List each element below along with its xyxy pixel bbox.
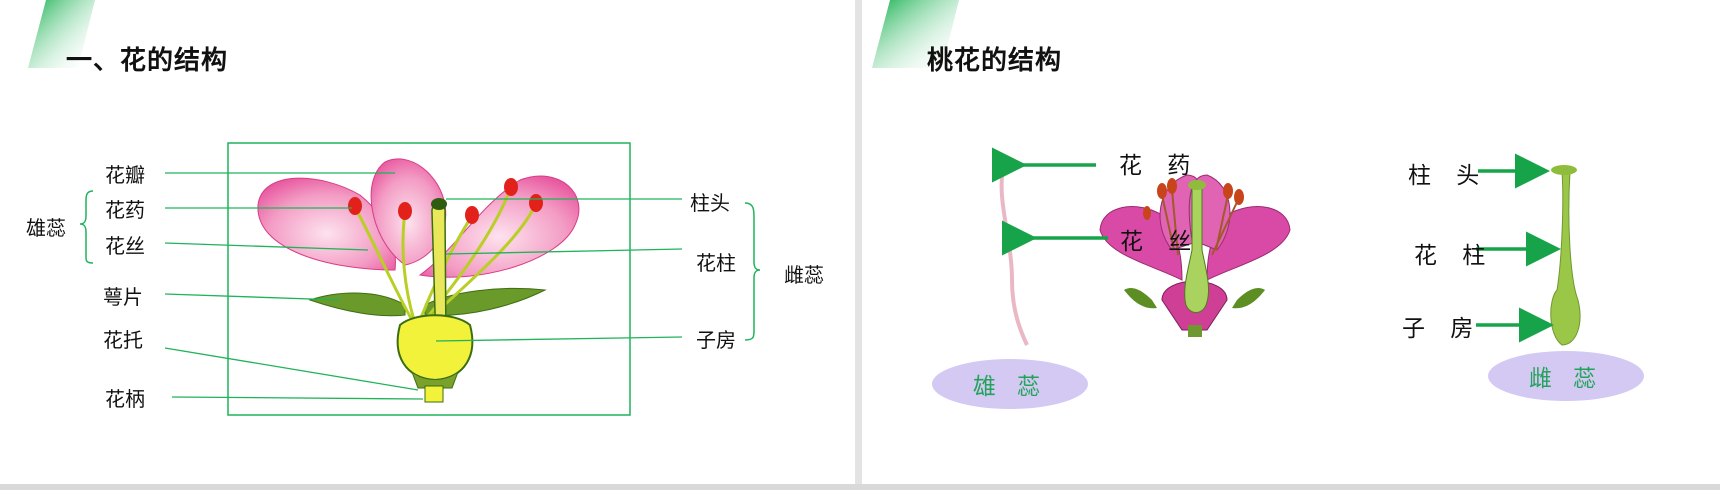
flower-illustration bbox=[257, 158, 580, 403]
slide-divider bbox=[855, 0, 862, 490]
page-title: 一、花的结构 bbox=[66, 46, 229, 76]
peach-flower-section-illustration bbox=[1099, 174, 1291, 337]
label-pedicel: 花柄 bbox=[105, 387, 145, 411]
page-title: 桃花的结构 bbox=[927, 46, 1063, 76]
pistil-stigma bbox=[431, 198, 447, 210]
corner-accent-tab bbox=[872, 0, 959, 68]
bottom-bar bbox=[0, 484, 1720, 490]
leader-lines bbox=[164, 172, 683, 400]
label-anther: 花药 bbox=[105, 198, 145, 222]
pistil-brace bbox=[744, 202, 761, 341]
label-ovary: 子房 bbox=[696, 328, 736, 352]
label-stigma: 柱头 bbox=[690, 191, 730, 215]
ovary bbox=[396, 314, 474, 382]
label-petal: 花瓣 bbox=[105, 163, 145, 187]
diagram-frame bbox=[227, 142, 631, 416]
label-stamen: 雄蕊 bbox=[26, 216, 66, 240]
pistil-illustration bbox=[1550, 165, 1581, 346]
label-ovary: 子 房 bbox=[1402, 316, 1483, 342]
label-anther: 花 药 bbox=[1119, 153, 1200, 179]
pistil-pill: 雌 蕊 bbox=[1488, 351, 1644, 401]
sepal-left bbox=[308, 292, 406, 317]
corner-accent-tab bbox=[28, 0, 95, 68]
label-sepal: 萼片 bbox=[103, 285, 143, 309]
slide-peach-flower-structure: 桃花的结构 花 药 花 丝 柱 头 花 柱 子 房 雄 蕊 雌 蕊 bbox=[862, 0, 1720, 484]
stamen-illustration bbox=[994, 155, 1029, 346]
receptacle bbox=[410, 370, 460, 389]
stamen-brace bbox=[79, 190, 94, 264]
label-style: 花柱 bbox=[696, 251, 736, 275]
slide-flower-structure: 一、花的结构 花瓣 花药 花丝 萼片 花托 花柄 雄蕊 柱头 花柱 子房 雌蕊 bbox=[0, 0, 855, 484]
label-filament: 花丝 bbox=[105, 234, 145, 258]
right-slide-graphics bbox=[872, 0, 1581, 346]
pedicel bbox=[424, 385, 444, 403]
label-stigma: 柱 头 bbox=[1408, 163, 1489, 189]
stamen-pill: 雄 蕊 bbox=[932, 359, 1088, 409]
label-receptacle: 花托 bbox=[103, 328, 143, 352]
left-slide-graphics bbox=[28, 0, 761, 416]
label-filament: 花 丝 bbox=[1120, 229, 1201, 255]
label-style: 花 柱 bbox=[1414, 243, 1495, 269]
label-pistil: 雌蕊 bbox=[784, 263, 824, 287]
pointer-arrows bbox=[992, 147, 1561, 343]
